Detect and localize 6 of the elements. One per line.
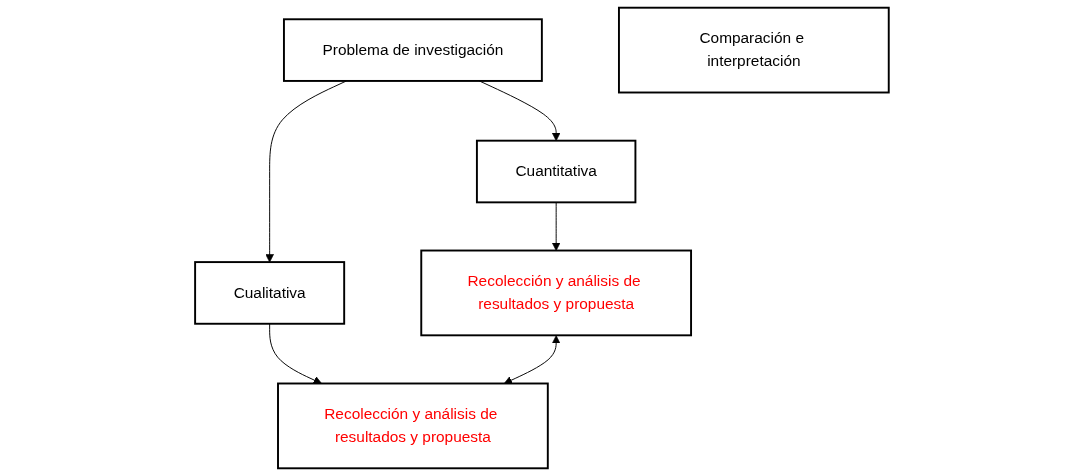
node-box: Problema de investigación	[282, 18, 543, 82]
node-box: Comparación e interpretación	[617, 6, 890, 94]
node-box: Cualitativa	[193, 261, 345, 325]
node-box: Recolección y análisis de resultados y propuesta	[419, 249, 692, 337]
node-box: Recolección y análisis de resultados y propuesta	[276, 382, 549, 470]
node-box: Cuantitativa	[475, 139, 636, 204]
